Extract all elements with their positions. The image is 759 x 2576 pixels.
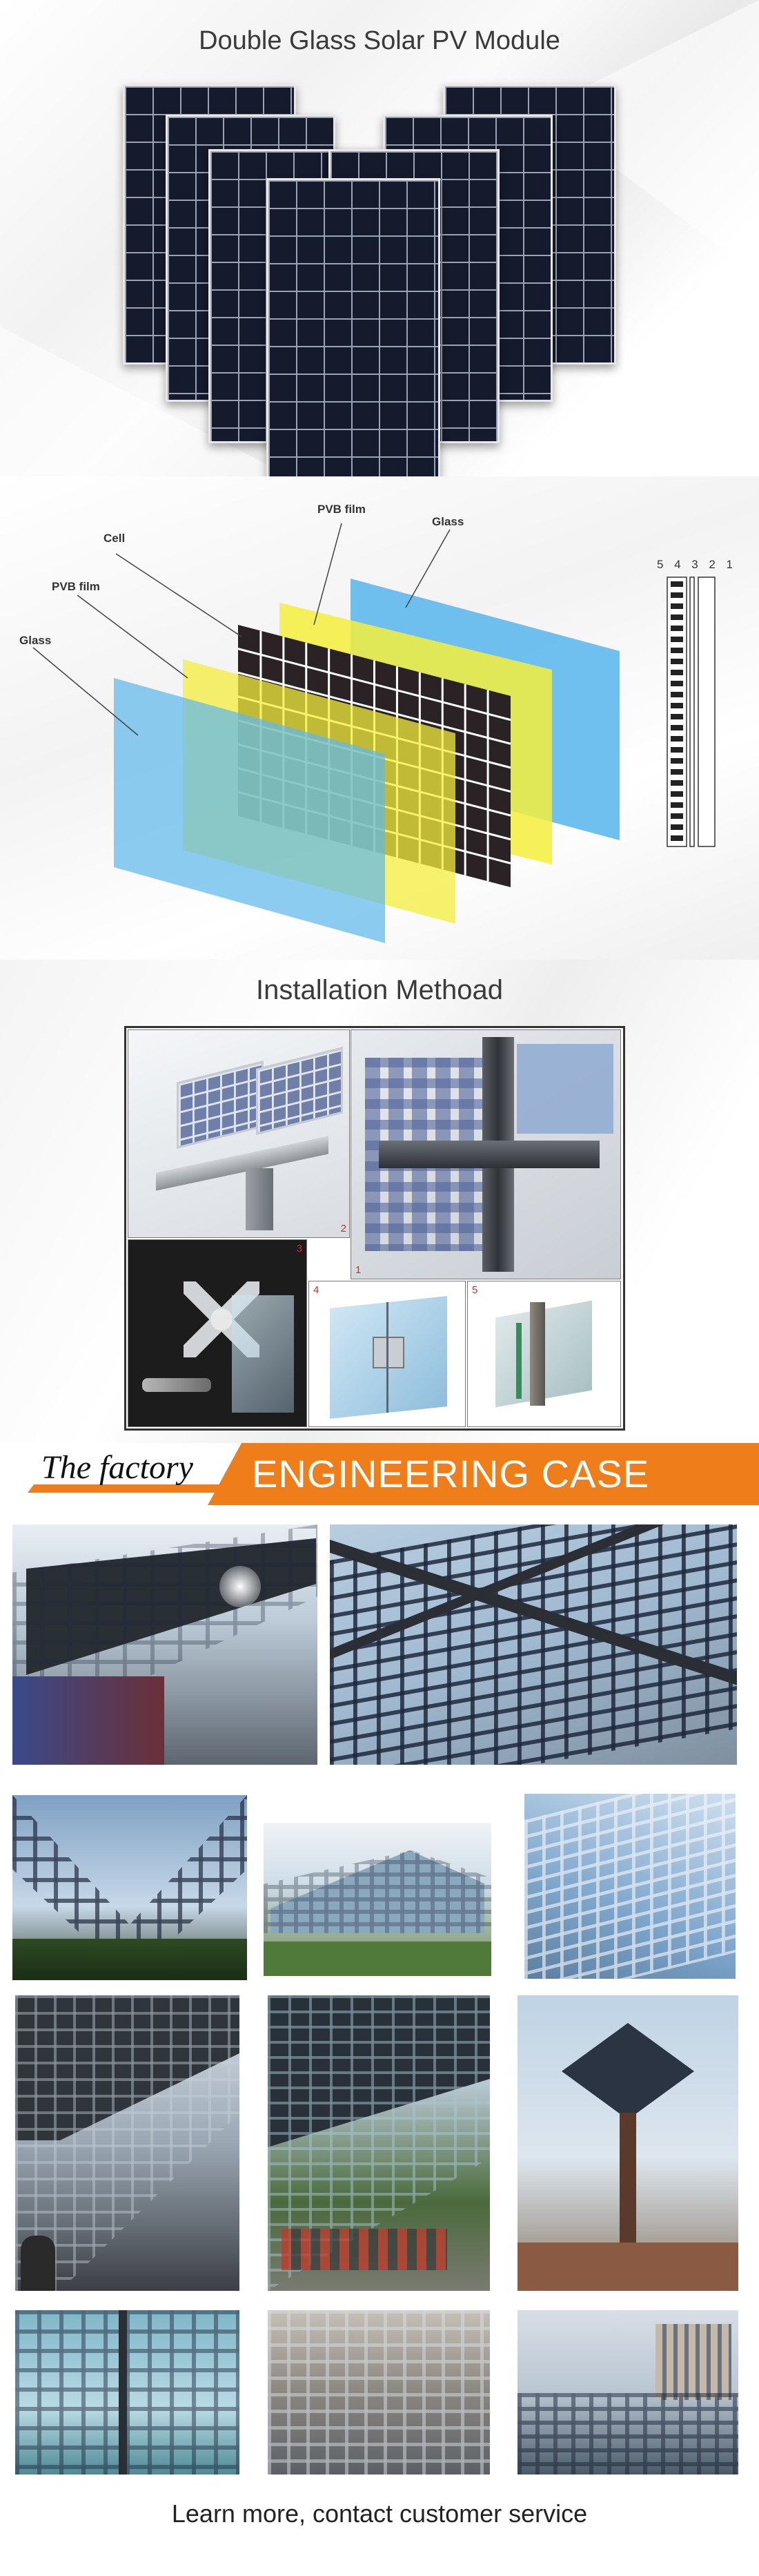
label-glass-left: Glass — [19, 634, 52, 647]
installation-section: Installation Methoad 2 1 3 — [0, 960, 759, 1443]
banner-accent-bar — [28, 1484, 235, 1493]
layer-number-row: 5 4 3 2 1 — [657, 558, 733, 572]
case-photo-roof-array — [268, 2310, 490, 2475]
plaza-ground — [518, 2243, 738, 2291]
palm-trees — [12, 1939, 247, 1980]
vegetation — [264, 1941, 491, 1976]
contact-footer-text[interactable]: Learn more, contact customer service — [171, 2499, 588, 2528]
installation-image-2: 2 — [128, 1029, 350, 1238]
case-photo-campus — [518, 2310, 738, 2475]
label-cell: Cell — [103, 532, 126, 545]
cross-section-view — [667, 577, 716, 847]
sun-glare — [219, 1566, 261, 1607]
leader-line-cell — [115, 553, 242, 637]
roof-array-grid — [268, 2310, 490, 2475]
ceiling-grid — [15, 2310, 239, 2475]
leader-line-pvb-top — [313, 523, 342, 626]
case-photo-atrium — [12, 1795, 247, 1980]
curtain-wall-transom — [379, 1141, 600, 1168]
case-photo-greenhouse — [264, 1823, 491, 1976]
installation-image-5: 5 — [467, 1281, 621, 1427]
installation-number-4: 4 — [313, 1284, 319, 1296]
ceiling-beam — [119, 2310, 127, 2475]
installation-image-3: 3 — [128, 1239, 307, 1427]
structural-glazing-frame — [530, 1302, 545, 1406]
module-title: Double Glass Solar PV Module — [199, 26, 560, 55]
label-glass-top: Glass — [432, 515, 464, 528]
bicycles — [282, 2229, 447, 2270]
layer-number: 4 — [674, 558, 681, 571]
tree-panels — [562, 2023, 694, 2120]
campus-roof-grid — [518, 2393, 738, 2475]
section-banner: The factory ENGINEERING CASE — [0, 1443, 759, 1505]
installation-number-5: 5 — [472, 1284, 478, 1296]
layer-diagram-section: Cell PVB film Glass PVB film Glass 5 4 3… — [0, 476, 759, 960]
worker — [21, 2236, 55, 2291]
leader-line-glass-top — [405, 529, 451, 608]
banner-white-tab — [0, 1443, 241, 1505]
case-photo-canopy-underside — [330, 1524, 737, 1765]
installation-number-2: 2 — [340, 1223, 346, 1234]
installation-image-1: 1 — [351, 1029, 621, 1279]
curtain-wall-glass — [517, 1044, 613, 1134]
installation-image-4: 4 — [308, 1281, 466, 1427]
case-photo-glass-ceiling — [15, 2310, 239, 2475]
installation-title: Installation Methoad — [255, 975, 503, 1005]
layer-number: 1 — [726, 558, 733, 571]
storefront — [12, 1676, 164, 1765]
label-pvb-film-left: PVB film — [52, 580, 100, 593]
case-photo-bike-shelter — [268, 1995, 490, 2291]
facade-grid — [524, 1794, 736, 1979]
case-photo-solar-tree — [518, 1995, 738, 2291]
tree-trunk — [620, 2113, 636, 2251]
glass-joint-line — [386, 1302, 388, 1413]
layer-number: 3 — [691, 558, 698, 571]
installation-number-1: 1 — [355, 1264, 362, 1276]
banner-engineering-case-text: ENGINEERING CASE — [252, 1452, 650, 1495]
glass-module-small — [177, 1061, 264, 1149]
glass-module-small — [256, 1047, 343, 1135]
glass-pane — [232, 1295, 294, 1413]
installation-number-3: 3 — [296, 1243, 302, 1255]
glass-layer-front — [114, 678, 385, 943]
leader-line-glass-left — [32, 647, 139, 736]
case-photo-curved-canopy — [15, 1995, 239, 2291]
module-section: Double Glass Solar PV Module — [0, 0, 759, 476]
campus-building — [656, 2324, 731, 2400]
layer-number: 5 — [657, 558, 664, 571]
case-photo-canopy-mall — [12, 1524, 317, 1765]
exploded-layer-diagram — [32, 523, 716, 943]
case-photo-facade — [524, 1794, 736, 1979]
installation-diagram-frame: 2 1 3 4 5 — [124, 1026, 625, 1431]
layer-number: 2 — [709, 558, 716, 571]
label-pvb-film-top: PVB film — [317, 503, 366, 516]
banner-factory-text: The factory — [41, 1449, 193, 1486]
vertical-post — [246, 1168, 273, 1230]
leader-line-pvb-left — [77, 594, 188, 679]
bolt-parts — [142, 1378, 211, 1392]
sealant-strip — [516, 1323, 522, 1399]
solar-panel — [266, 178, 440, 476]
glass-clamp — [373, 1337, 404, 1368]
